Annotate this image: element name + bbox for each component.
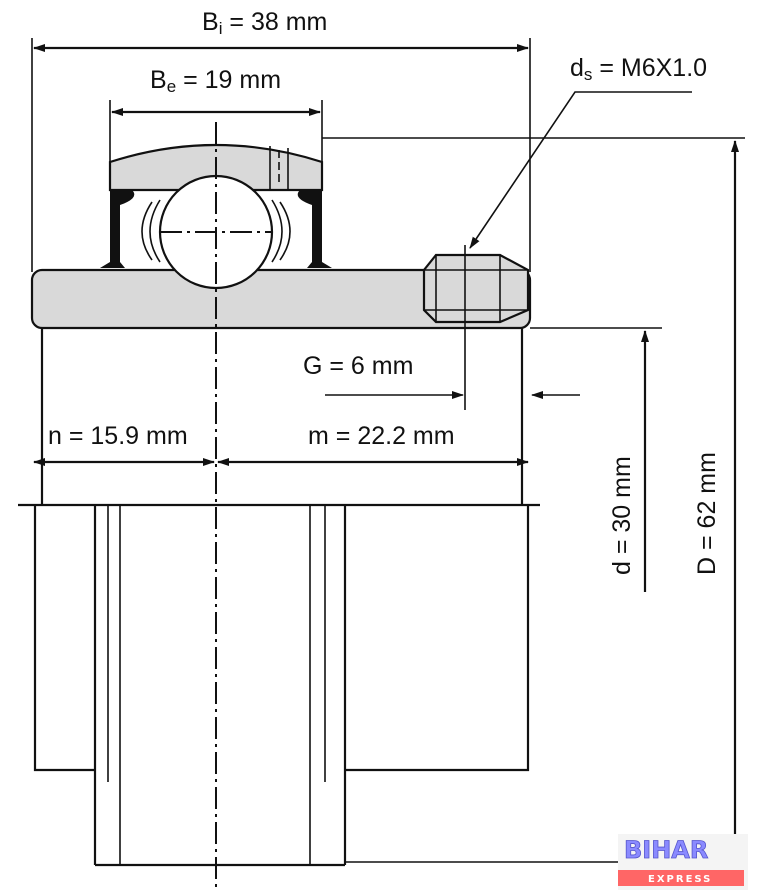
sleeve xyxy=(18,328,540,507)
housing-body xyxy=(33,505,530,867)
d-label: d = 30 mm xyxy=(608,456,636,575)
set-screw xyxy=(422,253,530,324)
ds-label: ds = M6X1.0 xyxy=(570,54,707,84)
D-label: D = 62 mm xyxy=(693,452,721,575)
bi-extension-lines xyxy=(31,38,531,272)
n-label: n = 15.9 mm xyxy=(48,422,188,450)
seals xyxy=(100,190,332,268)
svg-text:EXPRESS: EXPRESS xyxy=(648,874,712,885)
be-label: Be = 19 mm xyxy=(150,66,281,96)
g-label: G = 6 mm xyxy=(303,352,413,380)
be-extension-lines xyxy=(109,100,323,165)
svg-text:BIHAR: BIHAR xyxy=(624,836,708,864)
ds-leader xyxy=(469,91,692,249)
lube-hole xyxy=(269,146,289,190)
inner-ring xyxy=(30,268,532,330)
watermark-logo: BIHAR EXPRESS xyxy=(618,834,748,890)
bi-label: Bi = 38 mm xyxy=(202,8,327,38)
m-label: m = 22.2 mm xyxy=(308,422,455,450)
